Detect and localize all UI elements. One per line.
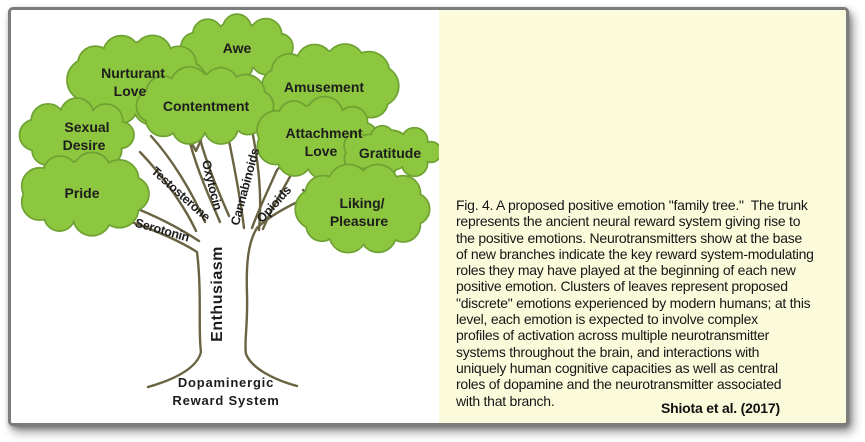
emotion-label-liking-pleasure: Liking/Pleasure	[330, 195, 389, 229]
branch-cannabinoids	[226, 128, 262, 232]
cloud-pride	[20, 151, 150, 237]
caption-line: Fig. 4. A proposed positive emotion "fam…	[456, 197, 808, 213]
cloud-liking-pleasure	[294, 163, 431, 254]
trunk-label: Enthusiasm	[209, 246, 226, 342]
citation: Shiota et al. (2017)	[661, 400, 780, 416]
caption-line: uniquely human cognitive capacities as w…	[456, 359, 778, 376]
caption-line: represents the ancient neural reward sys…	[456, 213, 801, 230]
caption-line: profiles of activation across multiple n…	[456, 327, 770, 344]
emotion-label-awe: Awe	[223, 40, 252, 56]
caption-line: roles of dopamine and the neurotransmitt…	[456, 376, 782, 393]
caption-line: the positive emotions. Neurotransmitters…	[456, 229, 803, 246]
caption-line: with that branch.	[456, 392, 555, 409]
caption-line: positive emotion. Clusters of leaves rep…	[456, 278, 788, 295]
caption-line: "discrete" emotions experienced by moder…	[456, 294, 811, 311]
emotion-label-contentment: Contentment	[163, 98, 250, 114]
branch-canopy-notch	[189, 138, 203, 153]
caption-line: systems throughout the brain, and intera…	[456, 343, 760, 360]
caption-line: roles they may have played at the beginn…	[456, 262, 796, 279]
emotion-label-pride: Pride	[64, 185, 99, 201]
figure-caption: Fig. 4. A proposed positive emotion "fam…	[456, 197, 814, 409]
caption-panel: Fig. 4. A proposed positive emotion "fam…	[439, 10, 846, 423]
base-label-line: Reward System	[172, 393, 279, 408]
emotion-label-amusement: Amusement	[284, 79, 364, 95]
cloud-gratitude	[343, 124, 439, 181]
branch-testosterone	[138, 134, 207, 233]
emotion-label-gratitude: Gratitude	[359, 145, 421, 161]
branch-oxytocin	[188, 137, 231, 224]
base-label-line: Dopaminergic	[178, 375, 274, 390]
cloud-contentment	[135, 65, 275, 145]
caption-line: of new branches indicate the key reward …	[456, 245, 814, 262]
caption-line: level, each emotion is expected to invol…	[456, 311, 758, 328]
